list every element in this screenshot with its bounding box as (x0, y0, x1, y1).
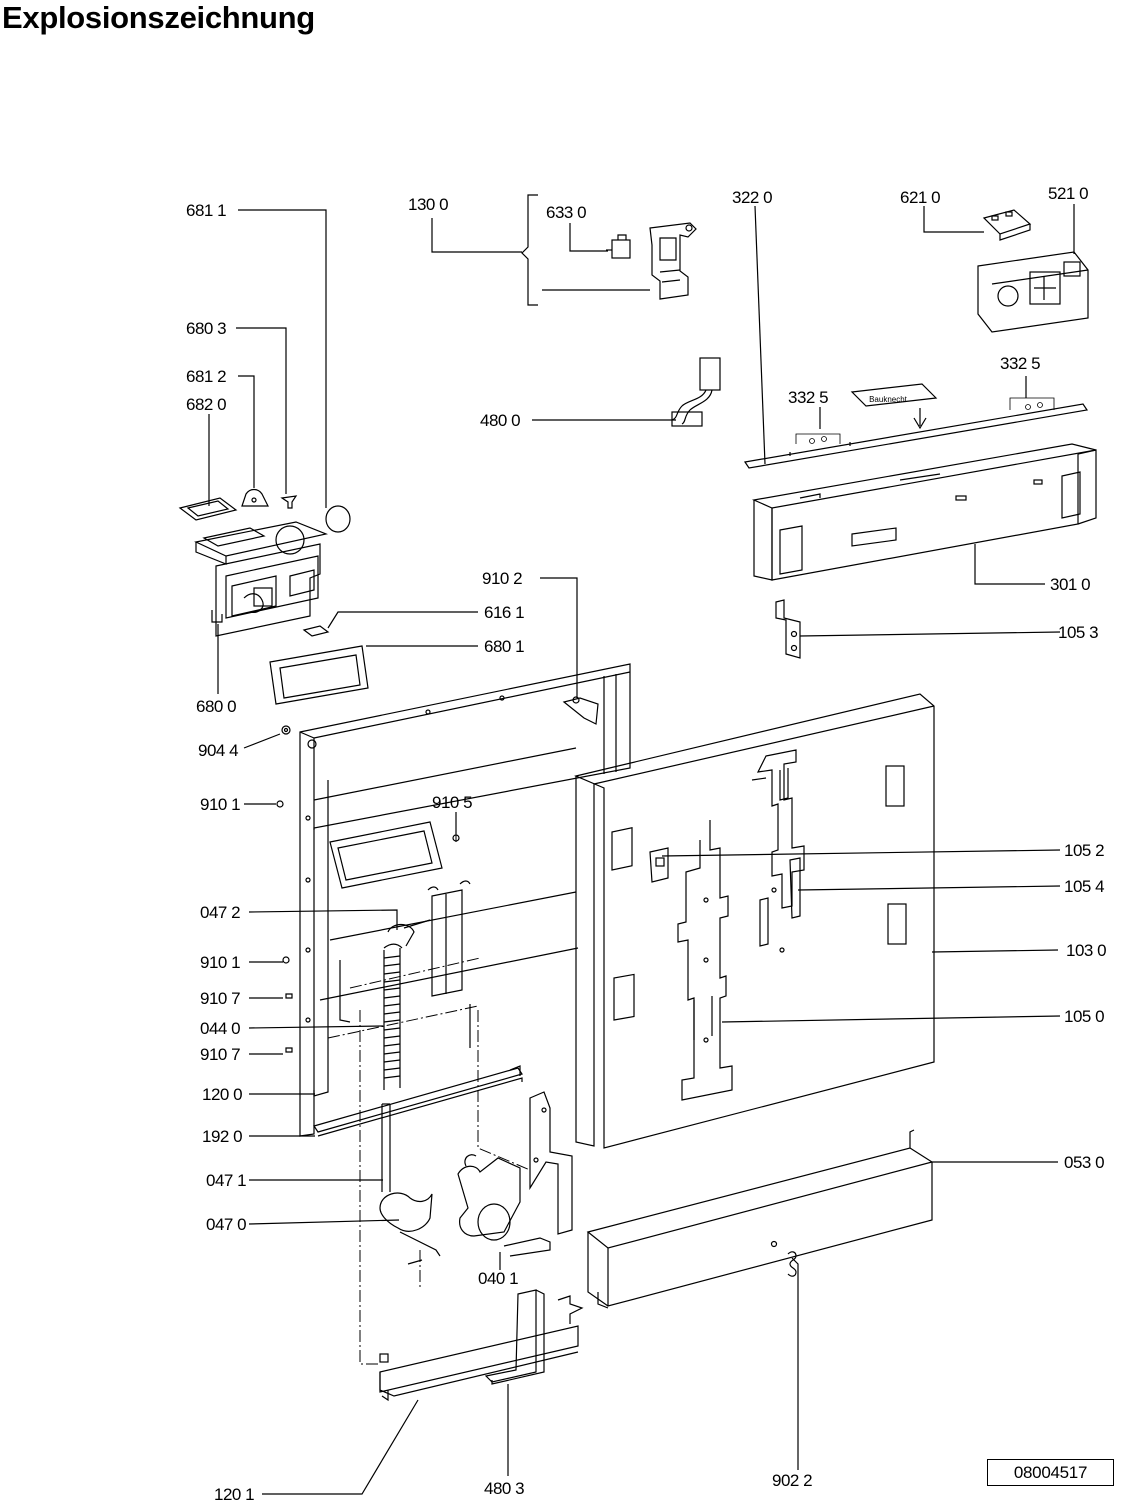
callout-103-0: 103 0 (1066, 941, 1106, 960)
callout-047-2: 047 2 (200, 903, 240, 922)
part-105-3-bracket (775, 599, 801, 659)
assembly-lines (327, 832, 531, 1365)
callout-105-3: 105 3 (1058, 623, 1098, 642)
part-521-0-electronic-board (977, 251, 1089, 333)
callout-910-1-mid: 910 1 (200, 953, 240, 972)
callout-680-1: 680 1 (484, 637, 524, 656)
callout-910-1-top: 910 1 (200, 795, 240, 814)
part-047-1-rod (381, 1103, 391, 1192)
callout-681-1: 681 1 (186, 201, 226, 220)
callout-910-2: 910 2 (482, 569, 522, 588)
part-301-0-control-panel (751, 443, 1097, 581)
part-332-5-left (795, 433, 841, 444)
brand-label-text: Bauknecht (869, 395, 908, 404)
part-105-4-hinge-bracket (751, 749, 805, 953)
callout-904-4: 904 4 (198, 741, 238, 760)
part-040-1-hinge-mechanism (457, 1091, 573, 1257)
callout-910-7-a: 910 7 (200, 989, 240, 1008)
callout-480-3: 480 3 (484, 1479, 524, 1498)
part-130-0-door-lock (649, 222, 697, 300)
document-number-box: 08004517 (987, 1459, 1114, 1486)
part-680-1-frame-gasket (269, 645, 369, 705)
part-680-3-clip (280, 495, 298, 509)
callout-332-5-left: 332 5 (788, 388, 828, 407)
callout-680-3: 680 3 (186, 319, 226, 338)
part-910-7-screw-b (285, 1047, 293, 1053)
part-053-0-kickplate (586, 1129, 934, 1309)
leader-lines (208, 204, 1075, 1495)
callout-105-2: 105 2 (1064, 841, 1104, 860)
part-120-1-bottom-rail (379, 1295, 584, 1402)
callout-680-0: 680 0 (196, 697, 236, 716)
callout-044-0: 044 0 (200, 1019, 240, 1038)
callout-480-0: 480 0 (480, 411, 520, 430)
part-103-0-outer-door (574, 693, 935, 1149)
part-682-0-gasket (178, 497, 238, 521)
part-633-0-switch (606, 234, 631, 259)
part-910-1-screw-top (276, 800, 284, 808)
group-bracket-130-0 (521, 194, 538, 306)
part-902-2-screw (787, 1251, 797, 1277)
part-616-1 (302, 625, 330, 637)
callout-047-0: 047 0 (206, 1215, 246, 1234)
callout-192-0: 192 0 (202, 1127, 242, 1146)
part-192-0-seal-strip (313, 1065, 523, 1137)
part-332-5-right (1009, 397, 1055, 410)
callout-521-0: 521 0 (1048, 184, 1088, 203)
part-brand-label: Bauknecht (850, 383, 938, 430)
callout-labels: 681 1 130 0 633 0 322 0 621 0 521 0 680 … (186, 184, 1107, 1503)
part-681-1-disc (325, 505, 351, 533)
callout-053-0: 053 0 (1064, 1153, 1104, 1172)
part-904-4-screw (281, 725, 291, 735)
callout-902-2: 902 2 (772, 1471, 812, 1490)
callout-682-0: 682 0 (186, 395, 226, 414)
callout-301-0: 301 0 (1050, 575, 1090, 594)
callout-332-5-right: 332 5 (1000, 354, 1040, 373)
part-044-0-spring (383, 919, 431, 1090)
callout-040-1: 040 1 (478, 1269, 518, 1288)
part-480-3-bracket (484, 1289, 545, 1385)
part-322-0-control-strip (743, 403, 1089, 469)
callout-621-0: 621 0 (900, 188, 940, 207)
callout-120-0: 120 0 (202, 1085, 242, 1104)
callout-105-4: 105 4 (1064, 877, 1104, 896)
callout-120-1: 120 1 (214, 1485, 254, 1503)
part-621-0-module (982, 209, 1032, 241)
part-910-7-screw-a (285, 993, 293, 999)
part-910-1-screw-mid (282, 956, 290, 964)
callout-681-2: 681 2 (186, 367, 226, 386)
callout-130-0: 130 0 (408, 195, 448, 214)
part-680-0-control-unit (194, 521, 329, 637)
part-047-0-lever (379, 1192, 441, 1265)
callout-616-1: 616 1 (484, 603, 524, 622)
part-480-0-wire-harness (671, 357, 721, 427)
callout-910-5: 910 5 (432, 793, 472, 812)
callout-047-1: 047 1 (206, 1171, 246, 1190)
page-title: Explosionszeichnung (2, 0, 315, 35)
callout-910-7-b: 910 7 (200, 1045, 240, 1064)
part-681-2-cap (241, 488, 269, 507)
callout-633-0: 633 0 (546, 203, 586, 222)
part-120-0-inner-door (299, 663, 631, 1137)
part-105-0-hinge-rail (677, 820, 733, 1101)
callout-322-0: 322 0 (732, 188, 772, 207)
callout-105-0: 105 0 (1064, 1007, 1104, 1026)
